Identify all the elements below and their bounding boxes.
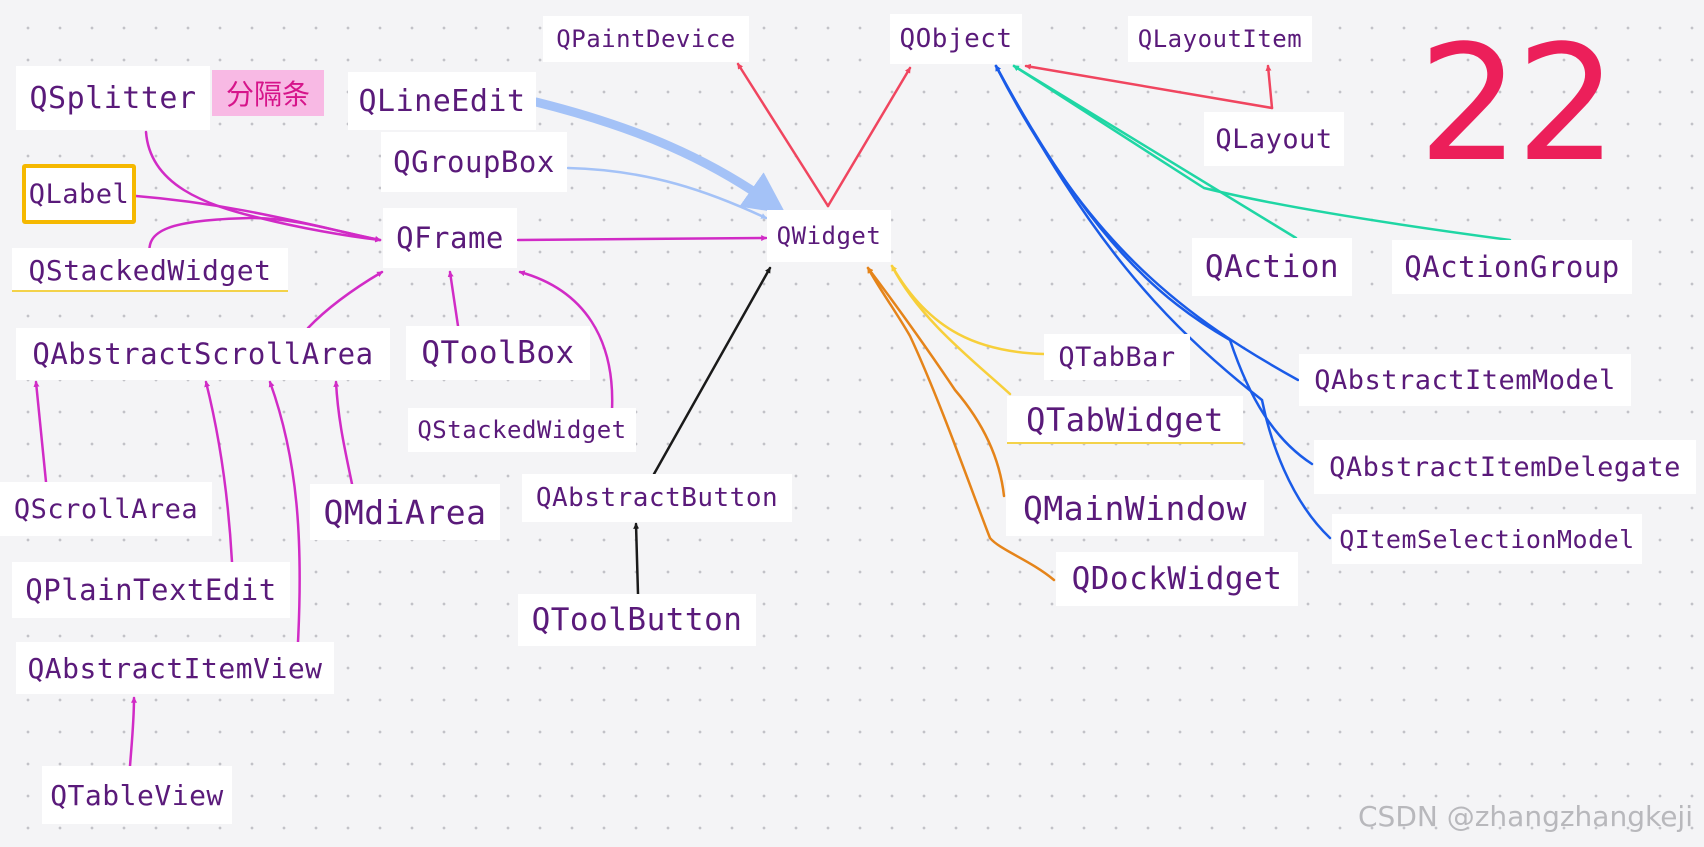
- edge-qplaintextedit-to-qabstractscrollarea: [204, 380, 234, 564]
- edge-qgroupbox-to-qwidget: [566, 166, 768, 220]
- edge-qframe-to-qwidget: [516, 235, 768, 242]
- edge-qtableview-to-qabstractitemview: [128, 696, 137, 768]
- node-qobject[interactable]: QObject: [890, 14, 1022, 64]
- edge-qtoolbox-to-qframe: [447, 270, 460, 328]
- node-qtableview[interactable]: QTableView: [42, 766, 232, 824]
- node-qtabwidget[interactable]: QTabWidget: [1007, 396, 1243, 444]
- node-qtoolbox[interactable]: QToolBox: [406, 326, 590, 380]
- node-qpaintdevice[interactable]: QPaintDevice: [543, 16, 749, 62]
- tag-splitter-note: 分隔条: [212, 70, 324, 116]
- node-qsplitter[interactable]: QSplitter: [16, 66, 210, 130]
- node-qmainwindow[interactable]: QMainWindow: [1006, 480, 1264, 536]
- node-qstackedwidget-left[interactable]: QStackedWidget: [12, 248, 288, 292]
- node-qlabel[interactable]: QLabel: [22, 164, 136, 224]
- node-qabstractbutton[interactable]: QAbstractButton: [522, 474, 792, 522]
- edge-qitemselectionmodel-to-qobject: [994, 64, 1332, 540]
- edge-qlayout-to-qobject: [1024, 63, 1274, 110]
- node-qframe[interactable]: QFrame: [383, 208, 517, 268]
- node-qgroupbox[interactable]: QGroupBox: [381, 132, 567, 192]
- node-qabstractitemmodel[interactable]: QAbstractItemModel: [1299, 354, 1631, 406]
- node-qlineedit[interactable]: QLineEdit: [348, 72, 536, 130]
- edge-qabstractscrollarea-to-qframe: [306, 270, 384, 330]
- node-qabstractitemdelegate[interactable]: QAbstractItemDelegate: [1314, 440, 1696, 494]
- node-qaction[interactable]: QAction: [1192, 238, 1352, 296]
- node-qstackedwidget-mid[interactable]: QStackedWidget: [408, 408, 636, 452]
- edge-qtabwidget-to-qwidget: [890, 264, 1012, 396]
- edge-qstackedwidget-left-to-qframe: [148, 216, 382, 258]
- edge-qwidget-to-qobject: [826, 66, 912, 208]
- node-qlayout[interactable]: QLayout: [1204, 112, 1344, 166]
- node-qscrollarea[interactable]: QScrollArea: [0, 482, 212, 536]
- edge-qabstractitemview-to-qabstractscrollarea: [268, 380, 301, 644]
- node-qtoolbutton[interactable]: QToolButton: [518, 594, 756, 646]
- edge-qstackedwidget-mid-to-qframe: [518, 270, 614, 412]
- node-qmdiarea[interactable]: QMdiArea: [310, 484, 500, 540]
- edge-qdockwidget-to-qwidget: [866, 266, 1056, 582]
- edge-qabstractitemdelegate-to-qobject: [994, 64, 1314, 466]
- node-qwidget[interactable]: QWidget: [767, 210, 891, 262]
- edge-qlayout-to-qlayoutitem: [1265, 64, 1274, 110]
- edge-qaction-to-qobject: [1012, 64, 1298, 240]
- node-qdockwidget[interactable]: QDockWidget: [1056, 552, 1298, 606]
- edge-qmainwindow-to-qwidget: [866, 266, 1006, 498]
- edge-qtabbar-to-qwidget: [890, 264, 1046, 356]
- corner-number: 22: [1418, 10, 1618, 197]
- node-qabstractitemview[interactable]: QAbstractItemView: [16, 642, 334, 694]
- edge-qlineedit-to-qwidget: [531, 97, 786, 214]
- edge-qscrollarea-to-qabstractscrollarea: [33, 380, 48, 484]
- edge-qtoolbutton-to-qabstractbutton: [633, 522, 640, 596]
- edge-qwidget-to-qpaintdevice: [736, 62, 830, 208]
- node-qtabbar[interactable]: QTabBar: [1044, 334, 1190, 380]
- edge-qmdiarea-to-qabstractscrollarea: [333, 380, 354, 486]
- watermark: CSDN @zhangzhangkeji: [1358, 800, 1693, 833]
- edge-qactiongroup-to-qobject: [1012, 64, 1512, 242]
- node-qitemselectionmodel[interactable]: QItemSelectionModel: [1332, 514, 1642, 564]
- node-qlayoutitem[interactable]: QLayoutItem: [1128, 16, 1312, 62]
- node-qabstractscrollarea[interactable]: QAbstractScrollArea: [16, 328, 390, 380]
- node-qplaintextedit[interactable]: QPlainTextEdit: [12, 562, 290, 618]
- node-qactiongroup[interactable]: QActionGroup: [1392, 240, 1632, 294]
- edge-qabstractbutton-to-qwidget: [652, 266, 772, 476]
